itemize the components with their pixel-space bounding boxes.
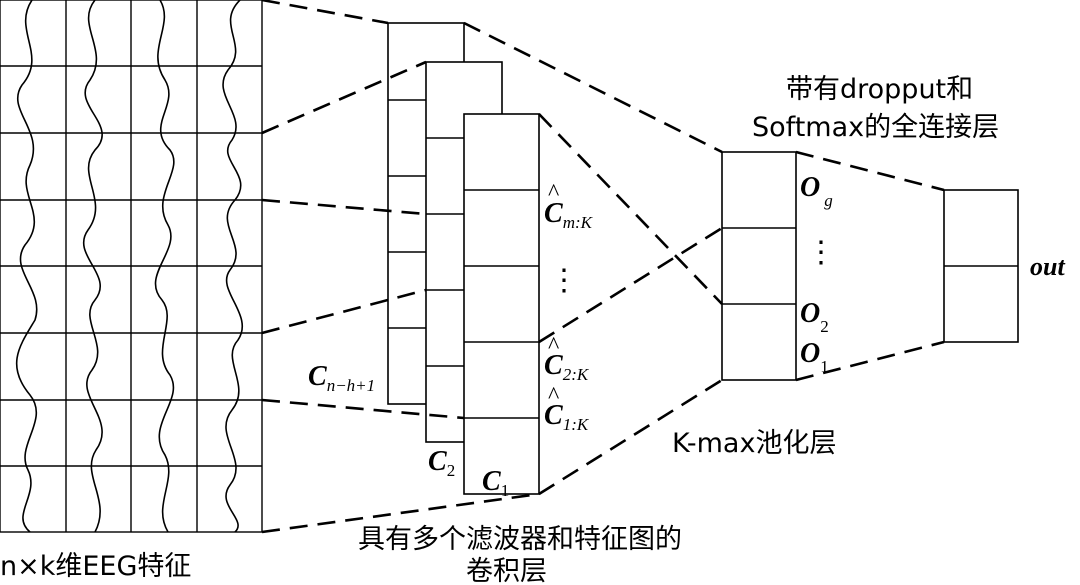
eeg-input-grid bbox=[0, 0, 263, 533]
eeg-wave-4 bbox=[222, 0, 244, 533]
connector bbox=[261, 0, 389, 25]
chat-2-hat: ^ bbox=[548, 333, 559, 359]
fc-layer-label-line2: Softmax的全连接层 bbox=[752, 112, 999, 143]
connector bbox=[795, 340, 945, 382]
feature-map-front bbox=[463, 113, 540, 495]
c1-label: C1 bbox=[482, 466, 509, 500]
eeg-waveforms bbox=[15, 0, 244, 533]
output-label: out bbox=[1030, 252, 1065, 281]
connector bbox=[463, 21, 723, 154]
eeg-wave-1 bbox=[15, 0, 38, 533]
connector bbox=[261, 288, 427, 335]
o-1-label: O1 bbox=[800, 338, 829, 376]
input-label: n×k维EEG特征 bbox=[0, 551, 191, 582]
eeg-wave-3 bbox=[154, 0, 175, 533]
connector-lines bbox=[261, 0, 945, 534]
kmax-pooling-box bbox=[721, 151, 797, 381]
connector bbox=[538, 226, 723, 344]
o-2-label: O2 bbox=[800, 298, 829, 336]
connector bbox=[538, 378, 723, 496]
conv-layer-label-line2: 卷积层 bbox=[466, 556, 547, 585]
conv-layer-label-line1: 具有多个滤波器和特征图的 bbox=[358, 524, 682, 555]
chat-1-hat: ^ bbox=[548, 383, 559, 409]
chat-2-label: C2:K bbox=[544, 350, 590, 384]
connector bbox=[538, 113, 723, 305]
vertical-ellipsis-conv: ⋮ bbox=[549, 264, 579, 297]
c2-label: C2 bbox=[428, 446, 455, 480]
chat-m-hat: ^ bbox=[548, 180, 559, 206]
connector bbox=[261, 492, 540, 534]
chat-m-label: Cm:K bbox=[544, 198, 594, 232]
output-box bbox=[943, 189, 1019, 343]
eeg-wave-2 bbox=[82, 0, 103, 533]
chat-1-label: C1:K bbox=[544, 400, 590, 434]
fc-layer-label-line1: 带有dropput和 bbox=[786, 74, 973, 105]
connector bbox=[261, 60, 427, 135]
vertical-ellipsis-pool: ⋮ bbox=[806, 236, 836, 269]
connector bbox=[795, 150, 945, 192]
connector bbox=[261, 398, 465, 420]
pool-layer-label: K-max池化层 bbox=[672, 428, 836, 459]
c-n-h1-label: Cn−h+1 bbox=[308, 361, 375, 395]
